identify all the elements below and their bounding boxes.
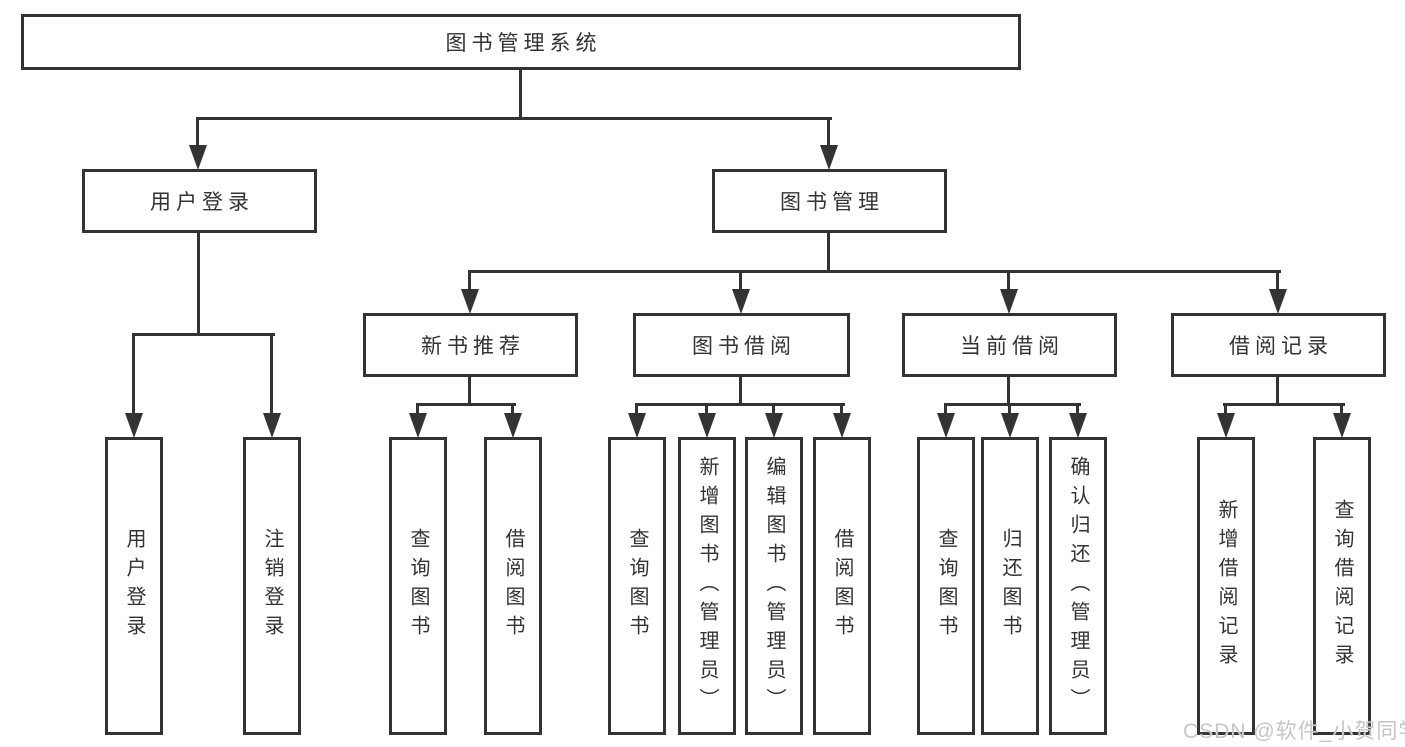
connector-line — [772, 403, 775, 417]
leaf-borrow-books-recommend: 借阅图书 — [484, 437, 542, 735]
leaf-confirm-return-admin: 确认归还（管理员） — [1049, 437, 1107, 735]
arrow-down-icon — [937, 413, 955, 438]
connector-line — [132, 333, 135, 417]
connector-line — [197, 233, 200, 335]
connector-line — [196, 117, 832, 120]
connector-line — [1224, 403, 1227, 417]
connector-line — [635, 403, 638, 417]
connector-line — [1007, 374, 1010, 406]
arrow-down-icon — [833, 413, 851, 438]
connector-line — [739, 270, 742, 292]
connector-line — [416, 403, 516, 406]
arrow-down-icon — [125, 413, 143, 438]
connector-line — [944, 403, 1081, 406]
connector-line — [1276, 270, 1279, 292]
connector-line — [944, 403, 947, 417]
leaf-add-borrow-record: 新增借阅记录 — [1197, 437, 1255, 735]
connector-line — [1008, 403, 1011, 417]
node-book-management: 图书管理 — [712, 169, 947, 233]
arrow-down-icon — [1069, 413, 1087, 438]
arrow-down-icon — [263, 413, 281, 438]
arrow-down-icon — [732, 289, 750, 314]
connector-line — [1340, 403, 1343, 417]
arrow-down-icon — [1001, 413, 1019, 438]
leaf-borrow-books-borrow: 借阅图书 — [813, 437, 871, 735]
connector-line — [840, 403, 843, 417]
arrow-down-icon — [1217, 413, 1235, 438]
leaf-query-books-current: 查询图书 — [917, 437, 975, 735]
connector-line — [416, 403, 419, 417]
connector-line — [1276, 374, 1279, 406]
leaf-user-login: 用户登录 — [105, 437, 163, 735]
leaf-return-book: 归还图书 — [981, 437, 1039, 735]
arrow-down-icon — [628, 413, 646, 438]
connector-line — [132, 333, 275, 336]
node-borrowing-records: 借阅记录 — [1171, 313, 1386, 377]
connector-line — [1223, 403, 1345, 406]
arrow-down-icon — [189, 145, 207, 170]
connector-line — [827, 233, 830, 273]
connector-line — [468, 270, 471, 292]
arrow-down-icon — [1000, 289, 1018, 314]
connector-line — [468, 270, 1281, 273]
leaf-query-borrow-record: 查询借阅记录 — [1313, 437, 1371, 735]
leaf-edit-book-admin: 编辑图书（管理员） — [745, 437, 803, 735]
leaf-query-books-recommend: 查询图书 — [389, 437, 447, 735]
connector-line — [519, 69, 522, 119]
connector-line — [705, 403, 708, 417]
connector-line — [827, 117, 830, 151]
connector-line — [635, 403, 845, 406]
leaf-logout: 注销登录 — [243, 437, 301, 735]
connector-line — [468, 374, 471, 406]
arrow-down-icon — [504, 413, 522, 438]
arrow-down-icon — [820, 145, 838, 170]
connector-line — [270, 333, 273, 417]
connector-line — [1007, 270, 1010, 292]
watermark: CSDN @软件_小贺同学 — [1183, 720, 1405, 743]
node-library-management-system: 图书管理系统 — [21, 14, 1021, 70]
arrow-down-icon — [698, 413, 716, 438]
connector-line — [511, 403, 514, 417]
arrow-down-icon — [461, 289, 479, 314]
leaf-query-books-borrow: 查询图书 — [608, 437, 666, 735]
node-new-book-recommendation: 新书推荐 — [363, 313, 578, 377]
arrow-down-icon — [765, 413, 783, 438]
leaf-add-book-admin: 新增图书（管理员） — [678, 437, 736, 735]
node-user-login: 用户登录 — [82, 169, 317, 233]
node-book-borrowing: 图书借阅 — [633, 313, 850, 377]
arrow-down-icon — [409, 413, 427, 438]
arrow-down-icon — [1269, 289, 1287, 314]
arrow-down-icon — [1333, 413, 1351, 438]
node-current-borrowing: 当前借阅 — [902, 313, 1117, 377]
connector-line — [196, 117, 199, 151]
connector-line — [739, 374, 742, 406]
connector-line — [1076, 403, 1079, 417]
